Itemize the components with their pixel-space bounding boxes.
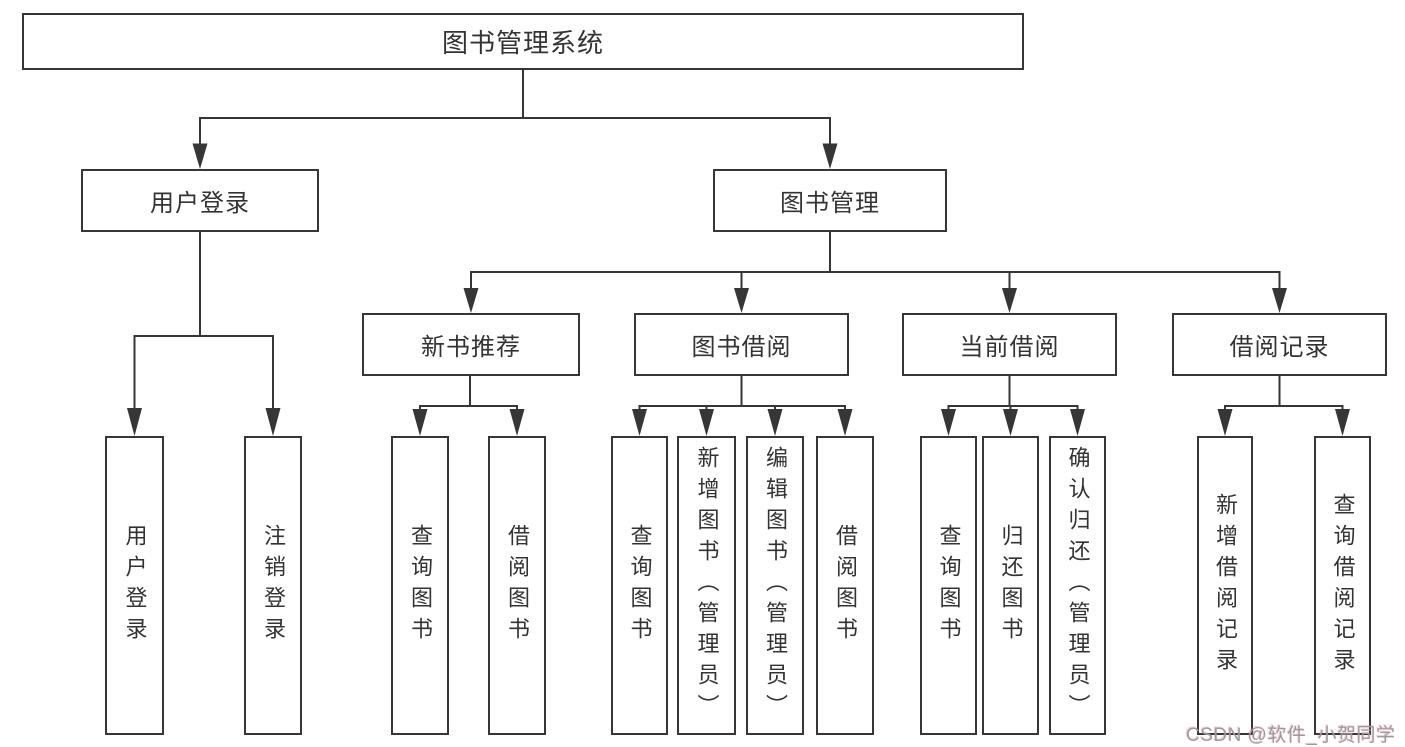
leaf-borrow-records-1-label: 查询借阅记录: [1330, 492, 1356, 679]
leaf-current-borrow-0-label: 查询图书: [936, 523, 962, 648]
connector-borrow-records: [1224, 376, 1344, 414]
connector-borrow-records-arrows: [1217, 409, 1350, 436]
leaf-book-borrow-0: 查询图书: [611, 436, 668, 735]
node-new-books: 新书推荐: [362, 313, 580, 376]
leaf-book-borrow-3: 借阅图书: [816, 436, 874, 735]
leaf-new-books-0: 查询图书: [391, 436, 449, 735]
connector-book-mgmt-arrows: [463, 288, 1287, 313]
leaf-book-borrow-0-label: 查询图书: [627, 523, 653, 648]
leaf-user-login-0: 用户登录: [105, 436, 164, 735]
node-book-mgmt-label: 图书管理: [780, 190, 880, 217]
connector-user-login: [133, 232, 274, 430]
node-user-login-label: 用户登录: [150, 190, 250, 217]
leaf-borrow-records-1: 查询借阅记录: [1314, 436, 1371, 735]
leaf-book-borrow-2: 编辑图书（管理员）: [746, 436, 804, 735]
connector-book-borrow-arrows: [632, 409, 853, 436]
connector-current-borrow: [947, 376, 1079, 414]
node-current-borrow-label: 当前借阅: [959, 334, 1060, 361]
leaf-new-books-1-label: 借阅图书: [505, 523, 530, 648]
connector-user-login-arrows: [127, 408, 281, 436]
leaf-current-borrow-0: 查询图书: [920, 436, 977, 735]
connector-book-mgmt: [470, 232, 1281, 292]
connector-new-books-arrows: [412, 409, 525, 436]
node-root: 图书管理系统: [22, 13, 1024, 70]
leaf-borrow-records-0-label: 新增借阅记录: [1213, 492, 1238, 679]
node-new-books-label: 新书推荐: [421, 334, 521, 361]
node-current-borrow: 当前借阅: [902, 313, 1117, 376]
connector-new-books: [419, 376, 518, 414]
leaf-current-borrow-2: 确认归还（管理员）: [1049, 436, 1106, 735]
leaf-user-login-1: 注销登录: [244, 436, 302, 735]
node-book-borrow: 图书借阅: [634, 313, 849, 376]
node-root-label: 图书管理系统: [441, 28, 604, 58]
leaf-borrow-records-0: 新增借阅记录: [1197, 436, 1253, 735]
connector-root: [199, 69, 831, 166]
connector-root-arrows: [192, 143, 838, 169]
connector-book-borrow: [638, 376, 846, 414]
leaf-current-borrow-2-label: 确认归还（管理员）: [1065, 446, 1091, 725]
leaf-current-borrow-1: 归还图书: [982, 436, 1039, 735]
leaf-new-books-0-label: 查询图书: [408, 523, 433, 648]
node-borrow-records: 借阅记录: [1172, 313, 1387, 376]
leaf-user-login-1-label: 注销登录: [261, 523, 286, 648]
connector-current-borrow-arrows: [941, 409, 1085, 436]
node-borrow-records-label: 借阅记录: [1229, 334, 1330, 361]
leaf-current-borrow-1-label: 归还图书: [998, 523, 1024, 648]
leaf-book-borrow-1-label: 新增图书（管理员）: [694, 446, 720, 725]
leaf-user-login-0-label: 用户登录: [122, 523, 148, 648]
leaf-book-borrow-2-label: 编辑图书（管理员）: [763, 446, 788, 725]
leaf-book-borrow-1: 新增图书（管理员）: [677, 436, 736, 735]
node-book-mgmt: 图书管理: [713, 169, 947, 232]
leaf-book-borrow-3-label: 借阅图书: [833, 523, 858, 648]
node-book-borrow-label: 图书借阅: [691, 334, 792, 361]
leaf-new-books-1: 借阅图书: [488, 436, 546, 735]
csdn-watermark: CSDN @软件_小贺同学: [1186, 725, 1396, 746]
node-user-login: 用户登录: [81, 169, 319, 232]
